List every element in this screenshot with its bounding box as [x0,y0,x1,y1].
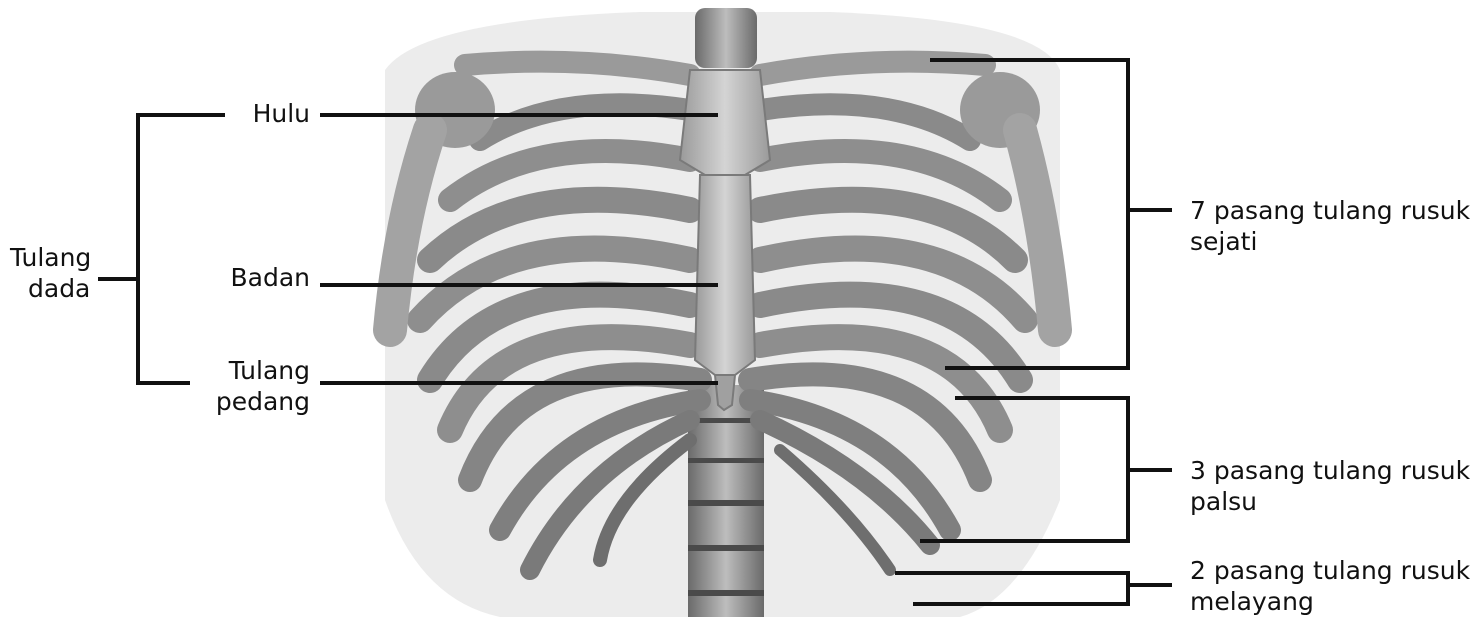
label-rusuk-melayang-line2: melayang [1190,586,1470,617]
label-tulang-dada-line1: Tulang [10,242,100,273]
label-rusuk-melayang: 2 pasang tulang rusuk melayang [1190,555,1470,617]
label-tulang-dada: Tulang dada [10,242,100,304]
label-rusuk-melayang-line1: 2 pasang tulang rusuk [1190,555,1470,586]
label-rusuk-sejati-line1: 7 pasang tulang rusuk [1190,195,1470,226]
tulang-dada-bracket [138,115,225,383]
label-tulang-pedang-line2: pedang [200,386,310,417]
label-tulang-pedang: Tulang pedang [200,355,310,417]
label-rusuk-sejati-line2: sejati [1190,226,1470,257]
label-rusuk-palsu-line1: 3 pasang tulang rusuk [1190,455,1470,486]
label-rusuk-palsu-line2: palsu [1190,486,1470,517]
label-tulang-dada-line2: dada [10,273,100,304]
label-rusuk-palsu: 3 pasang tulang rusuk palsu [1190,455,1470,517]
label-badan: Badan [210,262,310,293]
label-tulang-pedang-line1: Tulang [200,355,310,386]
label-rusuk-sejati: 7 pasang tulang rusuk sejati [1190,195,1470,257]
label-hulu: Hulu [230,98,310,129]
